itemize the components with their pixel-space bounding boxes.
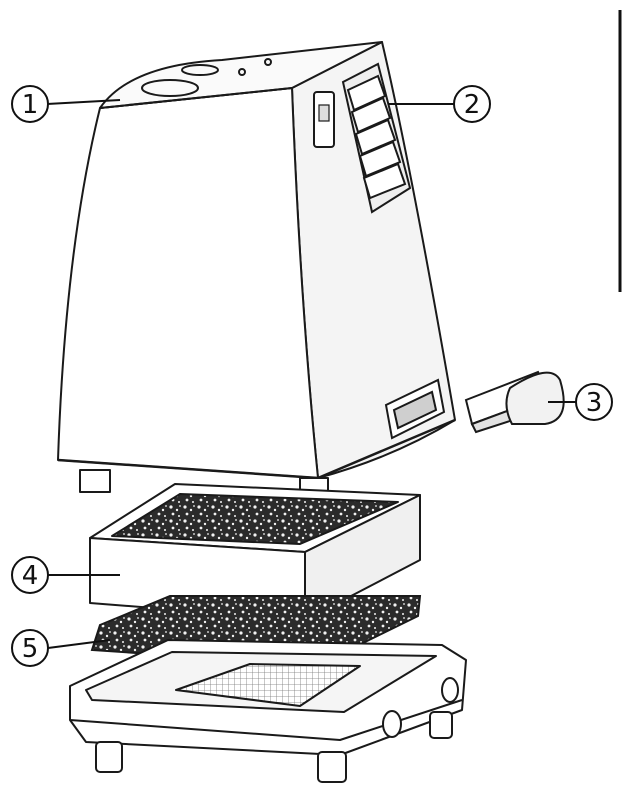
device-body bbox=[57, 41, 456, 497]
callout-4-number: 4 bbox=[22, 561, 39, 591]
removable-tray-insert bbox=[464, 370, 565, 434]
callout-1-number: 1 bbox=[22, 90, 39, 120]
callout-3-number: 3 bbox=[586, 388, 603, 418]
callout-4: 4 bbox=[11, 556, 120, 594]
callout-2-number: 2 bbox=[464, 90, 481, 120]
callout-3: 3 bbox=[548, 383, 613, 421]
callout-1: 1 bbox=[11, 85, 121, 123]
callout-5: 5 bbox=[11, 629, 111, 667]
side-air-vent bbox=[341, 62, 412, 214]
callout-2: 2 bbox=[388, 85, 491, 123]
callout-5-number: 5 bbox=[22, 634, 39, 664]
base-tray bbox=[69, 639, 467, 783]
handle-slot bbox=[384, 378, 446, 440]
